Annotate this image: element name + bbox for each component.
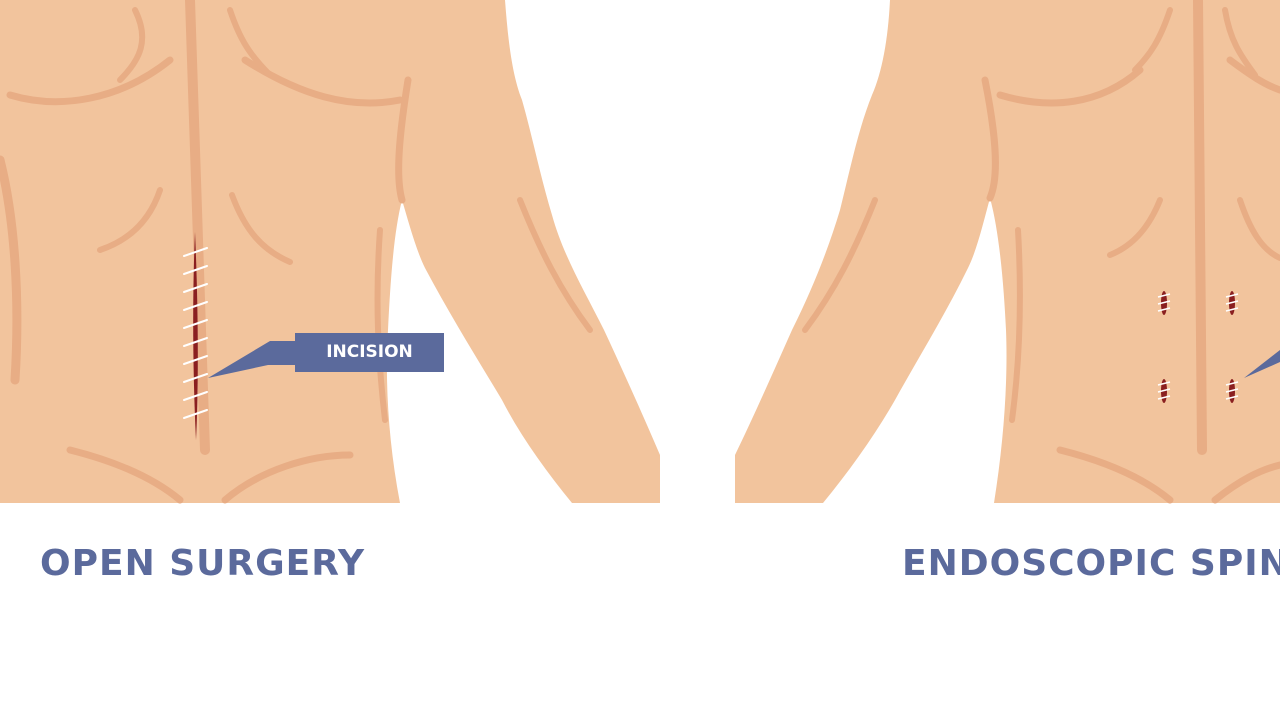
- incision-callout-label: INCISION: [326, 342, 413, 362]
- callout-box: [295, 333, 444, 372]
- right-callout-pointer: [1244, 350, 1280, 378]
- left-torso-shading: [0, 0, 593, 504]
- right-torso-shading: [802, 0, 1280, 504]
- small-incision-4: [1225, 379, 1239, 403]
- left-torso-figure: [0, 0, 660, 504]
- right-torso-figure: [735, 0, 1280, 504]
- left-torso-body: [0, 0, 660, 503]
- incision-callout: [208, 333, 444, 378]
- right-torso-body: [735, 0, 1280, 503]
- small-incision-2: [1225, 291, 1239, 315]
- small-incision-1: [1157, 291, 1171, 315]
- open-surgery-title: OPEN SURGERY: [40, 543, 366, 584]
- callout-pointer: [208, 341, 297, 378]
- long-incision: [193, 232, 198, 440]
- incision-stitches: [183, 247, 208, 419]
- endoscopic-spine-title: ENDOSCOPIC SPIN: [902, 543, 1280, 584]
- small-incision-3: [1157, 379, 1171, 403]
